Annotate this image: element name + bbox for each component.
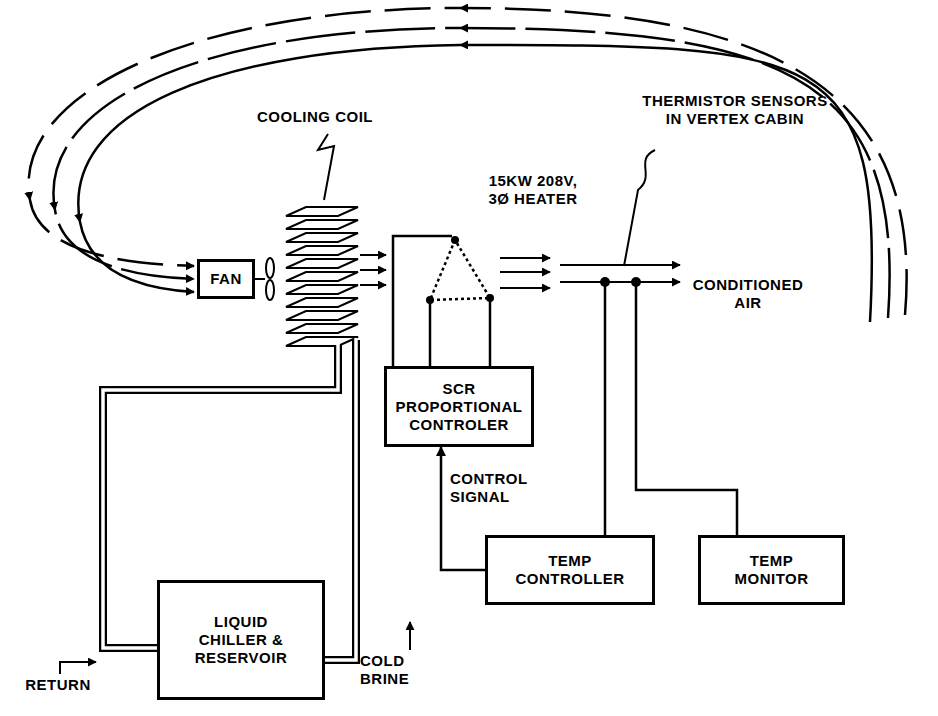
box-label: LIQUID CHILLER & RESERVOIR [191, 613, 291, 667]
coil-fin [286, 311, 358, 320]
callout-label: 15KW 208V, 3Ø HEATER [488, 172, 578, 208]
heater-wire [489, 301, 492, 366]
coil-fin [286, 233, 358, 242]
process-box: LIQUID CHILLER & RESERVOIR [157, 580, 325, 700]
coil-fin [286, 285, 358, 294]
coil-fin [286, 207, 358, 216]
thermistor-sensor [600, 277, 641, 287]
airflow-loop [29, 8, 907, 315]
sensor-lead [605, 282, 737, 535]
box-label: FAN [210, 270, 242, 288]
coil-fin [286, 220, 358, 229]
signal-line [441, 447, 485, 570]
callout-label: RETURN [18, 676, 98, 694]
heater-wire [429, 303, 432, 366]
heater-element [430, 240, 490, 300]
coil-fin [286, 324, 358, 333]
callout-label: CONDITIONED AIR [688, 276, 808, 312]
heater-terminal [426, 236, 494, 304]
cooling-coil [286, 207, 358, 346]
process-box: SCR PROPORTIONAL CONTROLER [384, 366, 534, 447]
process-box: TEMP MONITOR [698, 535, 845, 605]
process-box: FAN [197, 259, 255, 299]
leader-line [318, 134, 655, 266]
coil-fin [286, 259, 358, 268]
process-box: TEMP CONTROLLER [485, 535, 655, 605]
heater-wire [393, 236, 452, 366]
airflow-loop [53, 28, 889, 318]
air-arrow [360, 255, 680, 288]
airflow-loop [78, 45, 872, 322]
box-label: SCR PROPORTIONAL CONTROLER [394, 380, 524, 434]
callout-label: COOLING COIL [245, 108, 385, 126]
coil-fin [286, 246, 358, 255]
box-label: TEMP MONITOR [722, 552, 822, 588]
coil-fin [286, 337, 358, 346]
box-label: TEMP CONTROLLER [515, 552, 625, 588]
edge-label: CONTROL SIGNAL [450, 470, 532, 506]
callout-label: THERMISTOR SENSORS IN VERTEX CABIN [640, 92, 830, 128]
callout-label: COLD BRINE [360, 652, 404, 688]
fan-blade [255, 258, 274, 300]
coil-fin [286, 298, 358, 307]
coil-fin [286, 272, 358, 281]
